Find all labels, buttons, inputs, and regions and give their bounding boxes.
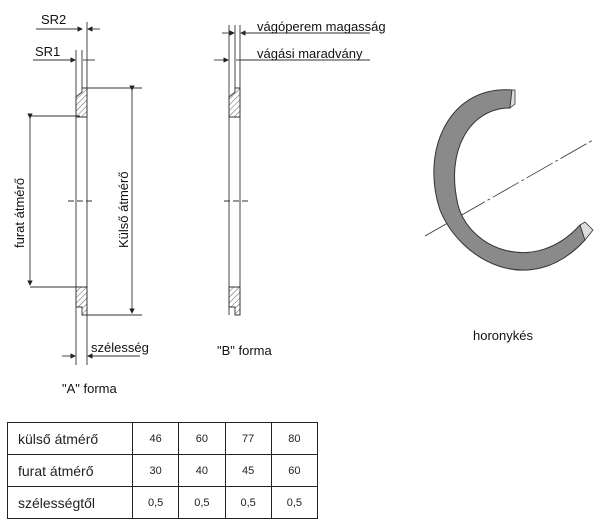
cell: 80 [270, 422, 319, 455]
outer-diameter-label: Külső átmérő [116, 171, 131, 248]
form-a-label: "A" forma [62, 381, 117, 396]
sr2-label: SR2 [41, 12, 67, 27]
width-label: szélesség [91, 340, 149, 355]
cutting-remainder-label: vágási maradvány [257, 46, 363, 61]
cell: 0,5 [131, 486, 180, 519]
cell: 0,5 [178, 486, 226, 519]
sr1-label: SR1 [35, 44, 61, 59]
cell: 0,5 [224, 486, 272, 519]
cell: 77 [224, 422, 272, 455]
form-a-section [27, 22, 142, 365]
groove-cutter-label: horonykés [473, 328, 533, 343]
cell: 60 [178, 422, 226, 455]
cell: 46 [131, 422, 180, 455]
bore-diameter-label: furat átmérő [12, 177, 27, 248]
row-label: külső átmérő [7, 422, 133, 455]
cell: 30 [131, 454, 180, 487]
groove-cutter-3d [424, 89, 594, 271]
cell: 60 [270, 454, 319, 487]
row-label: furat átmérő [7, 454, 133, 487]
cell: 40 [178, 454, 226, 487]
cell: 45 [224, 454, 272, 487]
cell: 0,5 [270, 486, 319, 519]
form-b-section [214, 25, 370, 316]
form-b-label: "B" forma [217, 343, 272, 358]
cutting-edge-height-label: vágóperem magasság [257, 19, 386, 34]
row-label: szélességtől [7, 486, 133, 519]
